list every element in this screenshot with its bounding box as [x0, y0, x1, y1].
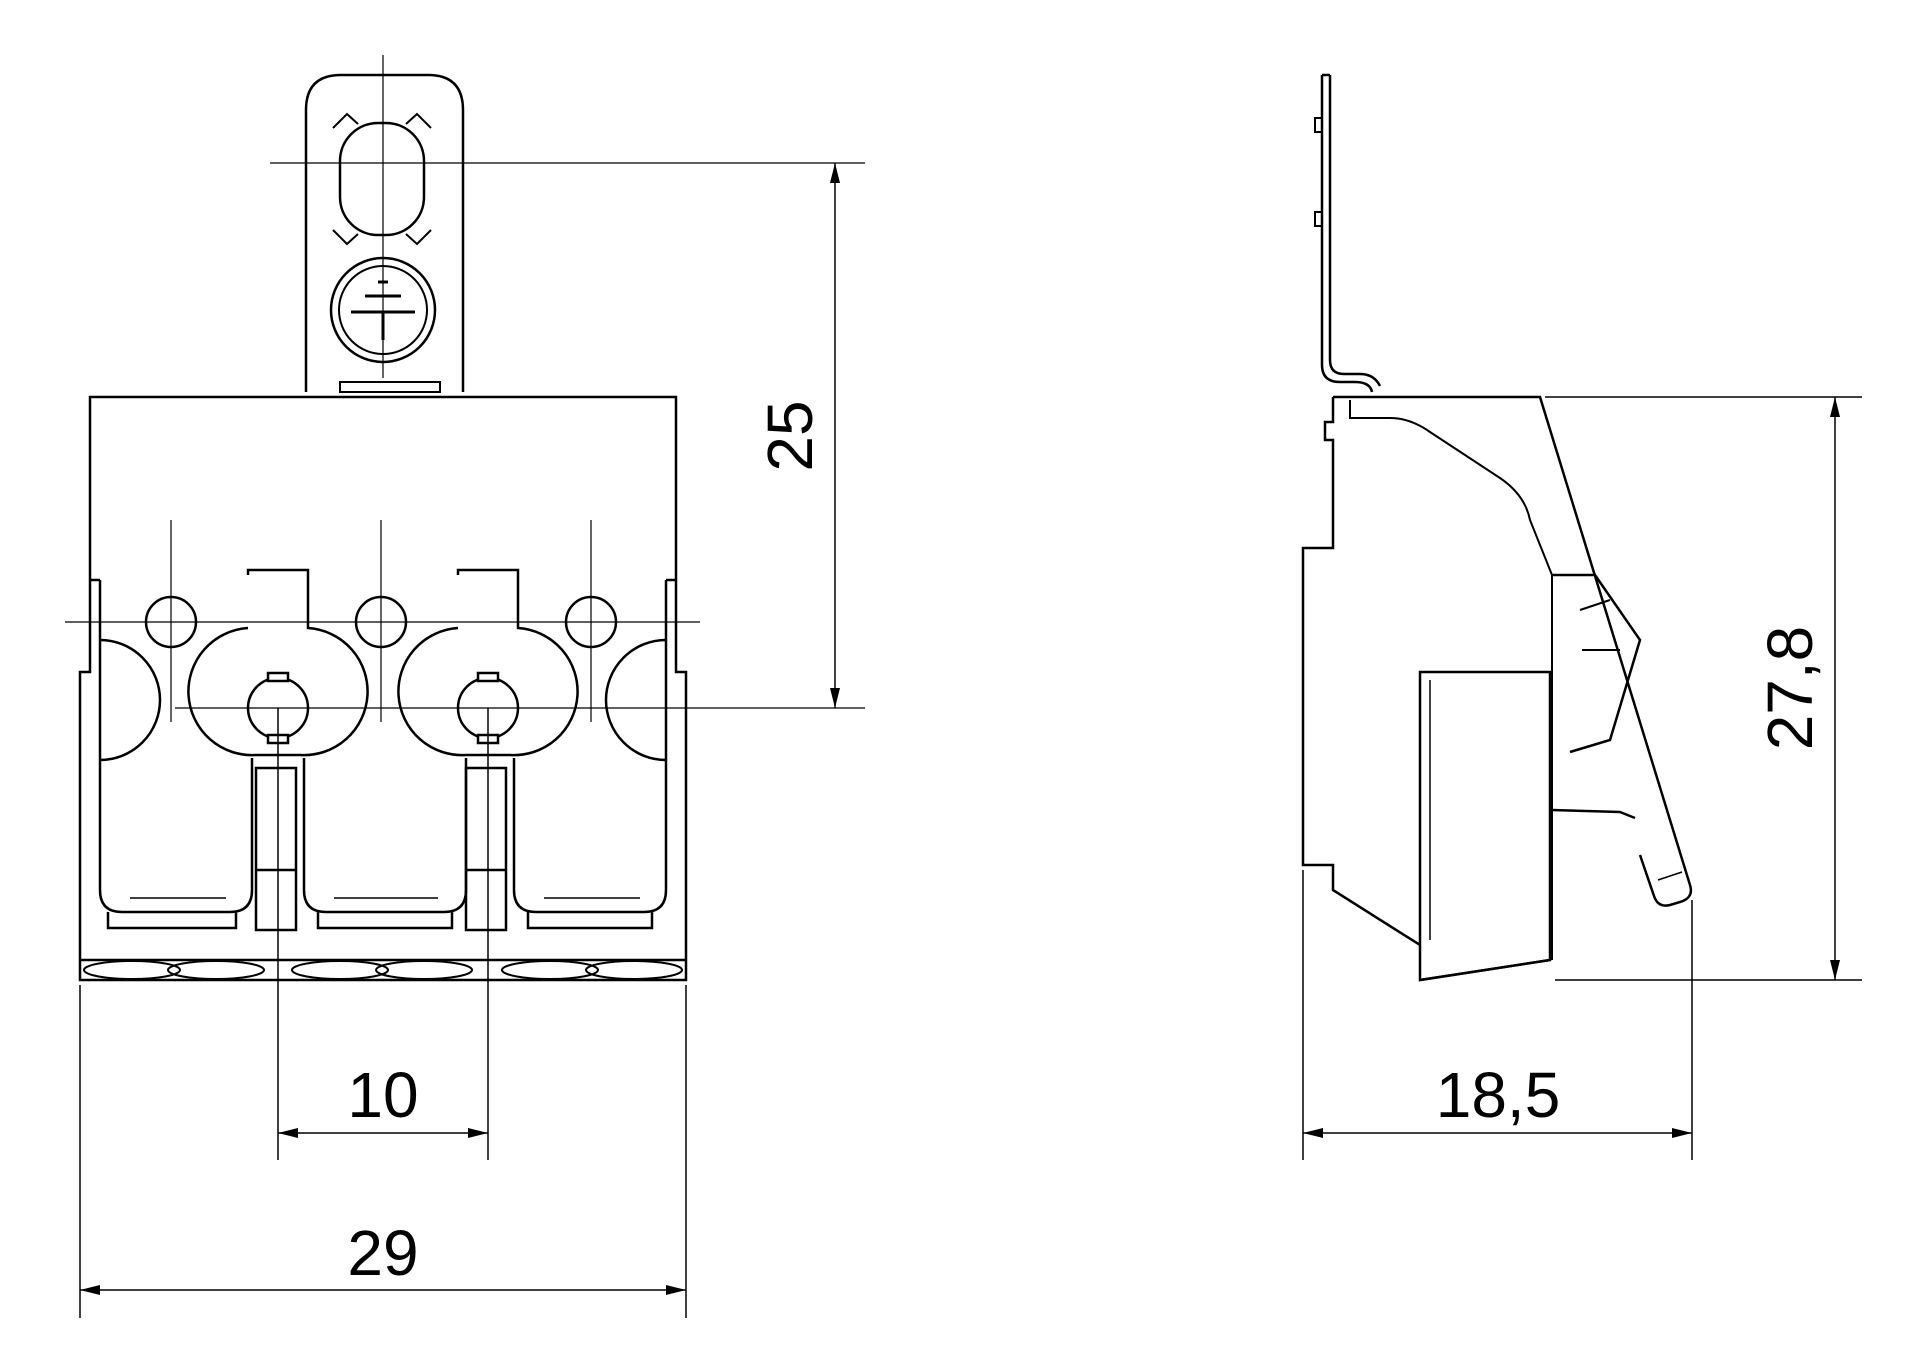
release-slots — [254, 766, 508, 932]
conductor-pockets — [98, 672, 668, 930]
dim-label-29: 29 — [347, 1217, 418, 1289]
side-bracket — [1320, 73, 1382, 393]
tab-slot — [338, 121, 426, 237]
dimension-overall-height — [1545, 396, 1862, 981]
side-body — [1333, 395, 1693, 907]
dim-label-25: 25 — [754, 400, 826, 471]
dimension-pitch — [277, 708, 489, 1160]
dim-label-18-5: 18,5 — [1436, 1059, 1561, 1131]
dim-label-27-8: 27,8 — [1754, 626, 1826, 751]
dim-label-10: 10 — [347, 1059, 418, 1131]
centre-lines-front — [65, 55, 865, 722]
terminal-body — [88, 395, 678, 580]
entry-openings — [83, 960, 683, 980]
side-view — [1301, 73, 1693, 982]
dimension-overall-width — [79, 985, 687, 1318]
mounting-tab — [304, 73, 465, 393]
dimension-depth — [1302, 870, 1693, 1160]
front-view — [78, 73, 688, 982]
